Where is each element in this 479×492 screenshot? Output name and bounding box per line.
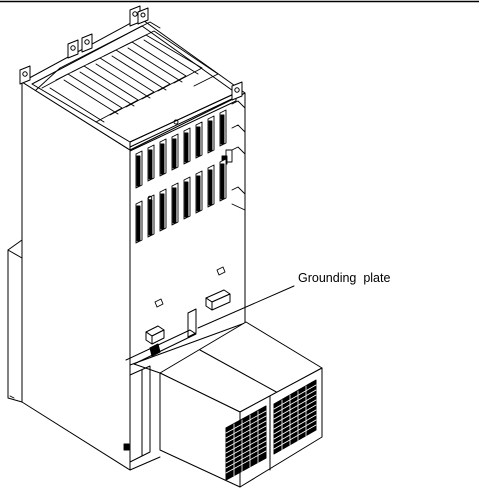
cabinet-body — [8, 18, 245, 470]
grounding-plate-label: Grounding plate — [298, 271, 391, 285]
front-panel-fasteners — [148, 120, 225, 307]
mounting-tabs — [20, 6, 242, 100]
grounding-plate — [126, 290, 230, 364]
cabinet-feet — [10, 396, 129, 450]
card-cage-top — [36, 22, 218, 122]
callout-leader — [198, 286, 294, 328]
front-card-slots-upper — [136, 101, 245, 188]
vent-grille-right — [274, 380, 316, 454]
front-card-slots-lower — [136, 159, 245, 243]
vent-grille-left — [226, 406, 266, 480]
